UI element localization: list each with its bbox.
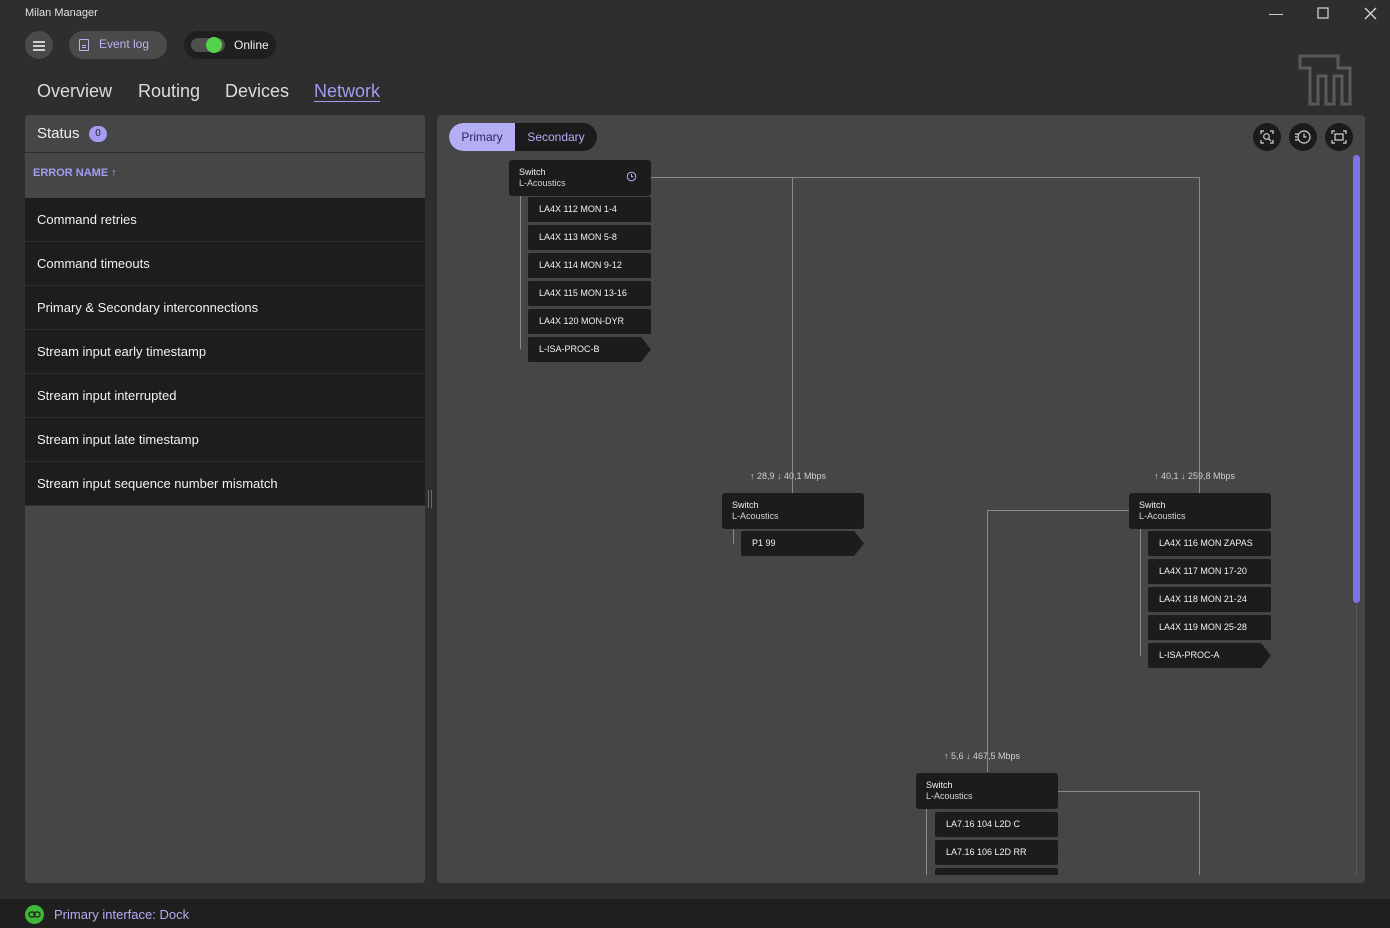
- primary-secondary-switch: Primary Secondary: [449, 123, 597, 151]
- brand-logo-icon: [1298, 54, 1352, 106]
- switch-node[interactable]: Switch L-Acoustics: [509, 160, 651, 196]
- switch-title: Switch: [926, 780, 953, 790]
- switch-title: Switch: [519, 167, 546, 177]
- column-header-label: ERROR NAME: [33, 167, 109, 179]
- tab-overview[interactable]: Overview: [37, 81, 113, 101]
- online-label: Online: [234, 38, 269, 52]
- device-node[interactable]: LA4X 113 MON 5-8: [528, 225, 651, 250]
- switch-title: Switch: [732, 500, 759, 510]
- traffic-rate: ↑ 40,1 ↓ 259,8 Mbps: [1154, 471, 1236, 481]
- toggle-knob: [206, 37, 222, 53]
- link-line: [1199, 177, 1200, 493]
- switch-node[interactable]: Switch L-Acoustics: [722, 493, 864, 529]
- device-node[interactable]: P1 99: [741, 531, 864, 556]
- device-node[interactable]: LA4X 116 MON ZAPAS: [1148, 531, 1271, 556]
- online-toggle[interactable]: Online: [184, 31, 276, 59]
- history-button[interactable]: [1289, 123, 1317, 151]
- fit-screen-button[interactable]: [1325, 123, 1353, 151]
- switch-vendor: L-Acoustics: [732, 511, 779, 521]
- vertical-scrollbar[interactable]: [1353, 155, 1360, 603]
- primary-interface-label: Primary interface: Dock: [54, 907, 190, 922]
- device-node[interactable]: L-ISA-PROC-A: [1148, 643, 1271, 668]
- fit-screen-icon: [1331, 130, 1347, 144]
- network-topology-canvas[interactable]: Switch L-Acoustics LA4X 112 MON 1-4 LA4X…: [437, 115, 1347, 875]
- link-icon: [25, 905, 44, 924]
- history-icon: [1295, 130, 1311, 144]
- close-icon[interactable]: [1360, 4, 1380, 22]
- traffic-rate: ↑ 5,6 ↓ 467,5 Mbps: [944, 751, 1021, 761]
- status-title: Status: [37, 125, 80, 142]
- scrollbar-track: [1356, 603, 1357, 875]
- sort-ascending-icon: ↑: [111, 167, 117, 179]
- event-log-label: Event log: [99, 37, 150, 51]
- list-item[interactable]: Stream input interrupted: [25, 374, 425, 418]
- device-node[interactable]: LA4X 114 MON 9-12: [528, 253, 651, 278]
- link-line: [792, 177, 793, 493]
- app-title: Milan Manager: [25, 7, 98, 19]
- device-node[interactable]: L-ISA-PROC-B: [528, 337, 651, 362]
- document-icon: [79, 39, 89, 51]
- network-panel: Switch L-Acoustics LA4X 112 MON 1-4 LA4X…: [437, 115, 1365, 883]
- list-item[interactable]: Command timeouts: [25, 242, 425, 286]
- zoom-to-fit-icon: [1260, 130, 1274, 144]
- link-line: [987, 510, 988, 772]
- link-line: [1199, 791, 1200, 875]
- link-line: [987, 510, 1129, 511]
- status-bar: Primary interface: Dock: [0, 899, 1390, 928]
- list-item[interactable]: Primary & Secondary interconnections: [25, 286, 425, 330]
- device-node[interactable]: LA4X 120 MON-DYR: [528, 309, 651, 334]
- list-item[interactable]: Command retries: [25, 198, 425, 242]
- event-log-button[interactable]: Event log: [69, 31, 167, 59]
- tab-devices[interactable]: Devices: [225, 81, 290, 101]
- status-count-badge: 0: [89, 126, 107, 142]
- maximize-icon[interactable]: [1313, 4, 1333, 22]
- primary-segment-button[interactable]: Primary: [449, 123, 515, 151]
- device-node[interactable]: [935, 868, 1058, 875]
- switch-node[interactable]: Switch L-Acoustics: [1129, 493, 1271, 529]
- device-node[interactable]: LA7.16 104 L2D C: [935, 812, 1058, 837]
- device-node[interactable]: LA4X 117 MON 17-20: [1148, 559, 1271, 584]
- error-name-column-header[interactable]: ERROR NAME↑: [33, 167, 117, 179]
- switch-title: Switch: [1139, 500, 1166, 510]
- switch-node[interactable]: Switch L-Acoustics: [916, 773, 1058, 809]
- device-node[interactable]: LA4X 115 MON 13-16: [528, 281, 651, 306]
- tab-routing[interactable]: Routing: [138, 81, 201, 101]
- error-list: Command retries Command timeouts Primary…: [25, 198, 425, 506]
- status-panel: Status 0 ERROR NAME↑ Command retries Com…: [25, 115, 425, 883]
- title-bar: Milan Manager —: [0, 0, 1390, 26]
- device-node[interactable]: LA4X 119 MON 25-28: [1148, 615, 1271, 640]
- traffic-rate: ↑ 28,9 ↓ 40,1 Mbps: [750, 471, 827, 481]
- device-node[interactable]: LA7.16 106 L2D RR: [935, 840, 1058, 865]
- hamburger-icon: [33, 41, 45, 43]
- switch-vendor: L-Acoustics: [926, 791, 973, 801]
- switch-vendor: L-Acoustics: [1139, 511, 1186, 521]
- list-item[interactable]: Stream input late timestamp: [25, 418, 425, 462]
- status-header: Status 0: [25, 115, 425, 153]
- secondary-segment-button[interactable]: Secondary: [527, 130, 585, 144]
- panel-splitter-handle[interactable]: [428, 490, 432, 508]
- list-item[interactable]: Stream input early timestamp: [25, 330, 425, 374]
- switch-vendor: L-Acoustics: [519, 178, 566, 188]
- list-item[interactable]: Stream input sequence number mismatch: [25, 462, 425, 506]
- clock-icon: [626, 171, 637, 182]
- menu-button[interactable]: [25, 31, 53, 59]
- tab-network[interactable]: Network: [314, 81, 381, 101]
- device-node[interactable]: LA4X 118 MON 21-24: [1148, 587, 1271, 612]
- link-line: [651, 177, 1200, 178]
- zoom-to-fit-button[interactable]: [1253, 123, 1281, 151]
- minimize-icon[interactable]: —: [1269, 5, 1283, 21]
- link-line: [1057, 791, 1200, 792]
- device-node[interactable]: LA4X 112 MON 1-4: [528, 197, 651, 222]
